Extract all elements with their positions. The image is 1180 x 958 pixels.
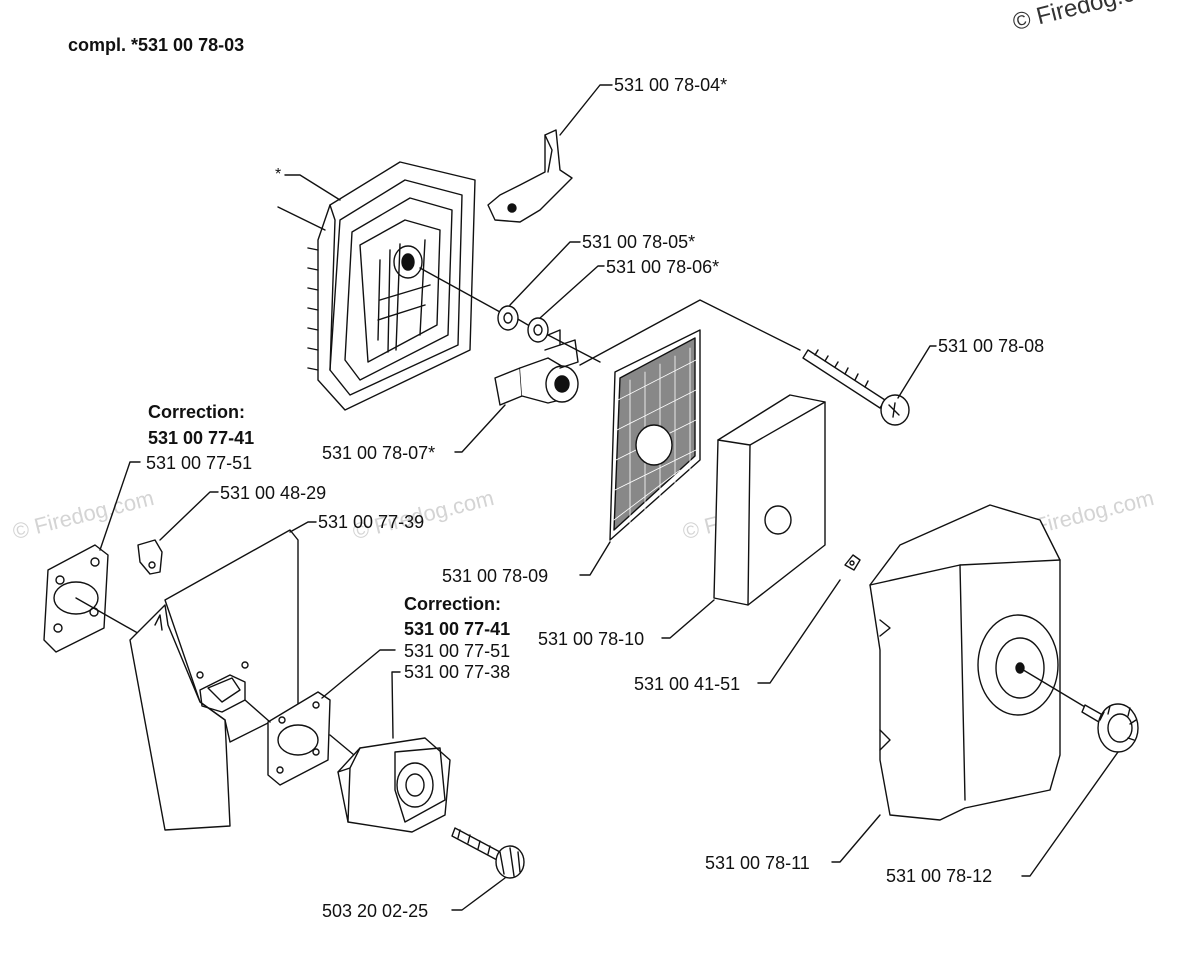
bolt-leader-line — [897, 345, 937, 399]
part-label-screen: 531 00 78-09 — [442, 566, 549, 586]
knob-leader-line — [1021, 751, 1119, 877]
small-gasket-leader-line — [159, 491, 219, 541]
cover-axis-line — [1019, 667, 1091, 711]
washer-leader-line — [539, 265, 605, 319]
part-label-foam-filter: 531 00 78-10 — [538, 629, 645, 649]
bracket-nut-leader-line — [454, 404, 506, 453]
small-gasket-part — [137, 539, 163, 575]
cover-part — [869, 504, 1061, 821]
flange-screw-leader-line — [451, 877, 506, 911]
washer-part — [497, 305, 519, 331]
adapter-leader-line — [391, 671, 401, 739]
correction-heading: Correction: — [404, 594, 502, 614]
bracket-nut-part — [494, 329, 579, 406]
bracket-part — [487, 129, 573, 223]
filter-housing — [307, 161, 476, 411]
adapter-part — [337, 737, 451, 833]
part-label-gasket: 531 00 77-51 — [146, 453, 253, 473]
part-label-knob: 531 00 78-12 — [886, 866, 993, 886]
screen-part — [609, 329, 701, 541]
page-title: compl. *531 00 78-03 — [68, 35, 245, 55]
bolt-part — [802, 349, 910, 426]
plate-leader-line — [289, 521, 317, 533]
flange-screw-part — [451, 827, 525, 879]
correction-number: 531 00 77-41 — [148, 428, 255, 448]
part-label-washer-a: 531 00 78-05* — [582, 232, 696, 252]
part-label-washer-b: 531 00 78-06* — [606, 257, 720, 277]
bolt-axis-line — [579, 299, 801, 366]
plate-part — [129, 529, 299, 831]
part-label-cover: 531 00 78-11 — [705, 853, 810, 873]
clip-leader-line — [757, 579, 841, 684]
star-leader-line — [284, 174, 341, 201]
gasket-part — [267, 691, 331, 786]
part-marker-star: * — [275, 166, 282, 183]
gasket-leader-line — [99, 461, 141, 551]
foam-filter-part — [713, 394, 826, 606]
knob-part — [1081, 703, 1139, 753]
part-label-bracket-nut: 531 00 78-07* — [322, 443, 436, 463]
correction-heading: Correction: — [148, 402, 246, 422]
correction-number: 531 00 77-41 — [404, 619, 511, 639]
part-label-flange-screw: 503 20 02-25 — [322, 901, 429, 921]
washer-leader-line — [509, 241, 581, 306]
part-label-clip: 531 00 41-51 — [634, 674, 741, 694]
screen-leader-line — [579, 541, 611, 576]
axis-line — [277, 206, 326, 231]
bracket-leader-line — [559, 84, 613, 136]
cover-leader-line — [831, 814, 881, 863]
washer-part — [527, 317, 549, 343]
part-label-gasket: 531 00 77-51 — [404, 641, 511, 661]
gasket-leader-line — [321, 649, 396, 699]
part-label-bracket: 531 00 78-04* — [614, 75, 728, 95]
clip-part — [844, 554, 861, 571]
foam-filter-leader-line — [661, 599, 715, 639]
part-label-bolt-long: 531 00 78-08 — [938, 336, 1045, 356]
part-label-adapter: 531 00 77-38 — [404, 662, 511, 682]
part-label-plate: 531 00 77-39 — [318, 512, 425, 532]
part-label-small-gasket: 531 00 48-29 — [220, 483, 327, 503]
